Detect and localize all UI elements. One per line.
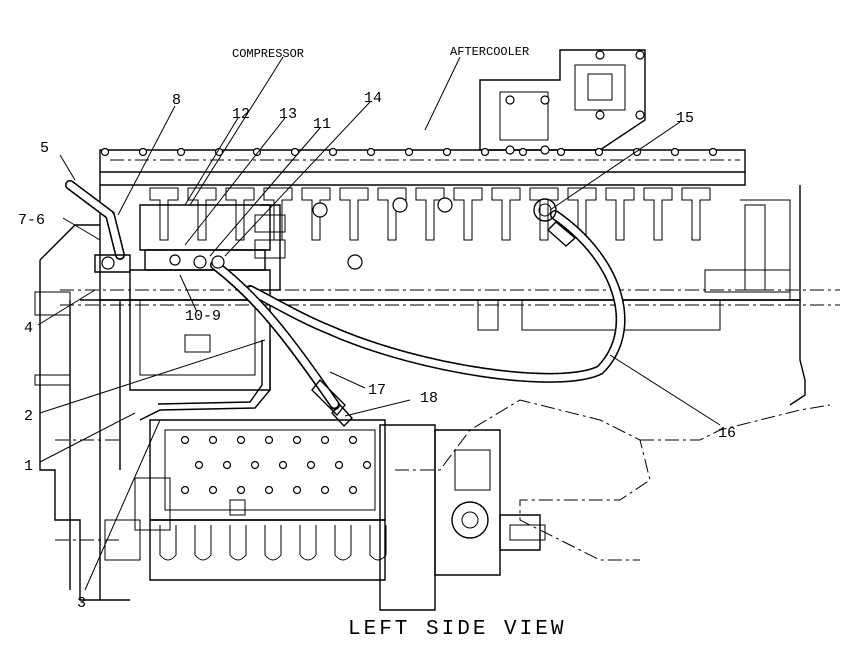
callout-2: 2 <box>24 408 33 425</box>
aftercooler-housing <box>99 49 746 186</box>
aftercooler-bolt <box>708 147 718 157</box>
pump-bolt <box>208 435 218 445</box>
pump-bolt <box>292 435 302 445</box>
head-rib <box>187 187 217 241</box>
callout-10-9: 10-9 <box>185 308 221 325</box>
pump-bolt <box>194 460 204 470</box>
callout-7-6: 7-6 <box>18 212 45 229</box>
pump-bolt <box>348 485 358 495</box>
callout-13: 13 <box>279 106 297 123</box>
pump-lobe <box>299 525 317 561</box>
aftercooler-bolts <box>100 50 718 157</box>
pump-bolt <box>278 460 288 470</box>
pump-bolt <box>208 485 218 495</box>
label-aftercooler: AFTERCOOLER <box>450 45 529 59</box>
pump-lobe <box>264 525 282 561</box>
aftercooler-bolt <box>138 147 148 157</box>
callout-8: 8 <box>172 92 181 109</box>
head-rib <box>377 187 407 241</box>
flange-bolt <box>595 110 605 120</box>
flange-bolt <box>540 145 550 155</box>
callout-5: 5 <box>40 140 49 157</box>
head-rib <box>415 187 445 241</box>
pump-bolt <box>320 485 330 495</box>
fitting-18 <box>311 378 353 428</box>
air-lines <box>65 180 626 421</box>
head-rib <box>149 187 179 241</box>
flange-bolt <box>540 95 550 105</box>
callout-15: 15 <box>676 110 694 127</box>
head-bolt <box>392 197 408 213</box>
aftercooler-bolt <box>366 147 376 157</box>
engine-block <box>60 185 840 561</box>
callout-1: 1 <box>24 458 33 475</box>
fuel-pump-housing <box>134 419 546 611</box>
pump-bolt <box>348 435 358 445</box>
pump-bolt <box>320 435 330 445</box>
fitting-15 <box>533 198 577 247</box>
front-cover <box>34 224 141 601</box>
callout-4: 4 <box>24 320 33 337</box>
aftercooler-bolt <box>518 147 528 157</box>
head-rib <box>529 187 559 241</box>
pump-lobe <box>159 525 177 561</box>
head-bolt <box>347 254 363 270</box>
head-rib <box>605 187 635 241</box>
pump-bolt <box>264 485 274 495</box>
head-rib <box>643 187 673 241</box>
aftercooler-bolt <box>556 147 566 157</box>
callout-12: 12 <box>232 106 250 123</box>
pump-bolt <box>264 435 274 445</box>
pump-bolt <box>250 460 260 470</box>
pump-bolt <box>362 460 372 470</box>
aftercooler-bolt <box>252 147 262 157</box>
pump-bolt <box>334 460 344 470</box>
head-rib <box>681 187 711 241</box>
pump-bolt <box>236 485 246 495</box>
aftercooler-bolt <box>290 147 300 157</box>
callout-11: 11 <box>313 116 331 133</box>
pump-bolt <box>236 435 246 445</box>
pump-lobe <box>334 525 352 561</box>
head-bolt <box>312 202 328 218</box>
head-rib <box>225 187 255 241</box>
callout-18: 18 <box>420 390 438 407</box>
leader-lines <box>37 56 721 591</box>
flange-bolt <box>595 50 605 60</box>
tee-fitting <box>94 254 225 273</box>
label-compressor: COMPRESSOR <box>232 47 304 61</box>
aftercooler-bolt <box>480 147 490 157</box>
head-rib <box>453 187 483 241</box>
pump-lobe <box>229 525 247 561</box>
aftercooler-bolt <box>404 147 414 157</box>
flange-bolt <box>635 110 645 120</box>
pump-bolt <box>180 485 190 495</box>
aftercooler-bolt <box>100 147 110 157</box>
pump-bolt <box>180 435 190 445</box>
aftercooler-bolt <box>670 147 680 157</box>
flange-bolt <box>635 50 645 60</box>
head-rib <box>491 187 521 241</box>
callout-14: 14 <box>364 90 382 107</box>
aftercooler-bolt <box>442 147 452 157</box>
aftercooler-bolt <box>328 147 338 157</box>
aftercooler-bolt <box>594 147 604 157</box>
view-title: LEFT SIDE VIEW <box>348 618 566 641</box>
pump-lobe <box>369 525 387 561</box>
head-rib <box>339 187 369 241</box>
head-bolt <box>437 197 453 213</box>
pump-bolt <box>222 460 232 470</box>
flange-bolt <box>505 145 515 155</box>
callout-17: 17 <box>368 382 386 399</box>
pump-bolts <box>159 435 387 561</box>
callout-3: 3 <box>77 595 86 612</box>
aftercooler-bolt <box>176 147 186 157</box>
callout-16: 16 <box>718 425 736 442</box>
pump-lobe <box>194 525 212 561</box>
pump-bolt <box>292 485 302 495</box>
pump-bolt <box>306 460 316 470</box>
head-rib <box>301 187 331 241</box>
flange-bolt <box>505 95 515 105</box>
